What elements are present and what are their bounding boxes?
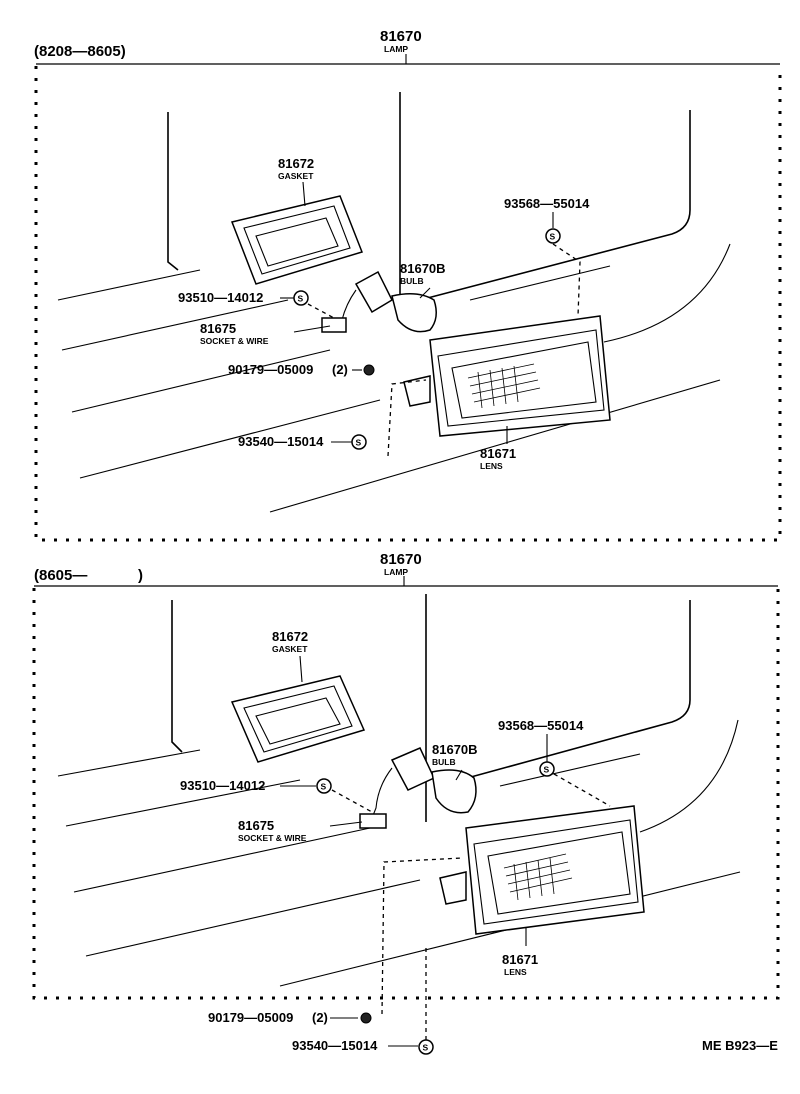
section-1-nut-icon bbox=[363, 364, 375, 376]
section-2-std-symbol-93510: S bbox=[316, 778, 332, 794]
section-1-part-93540: 93540—15014 bbox=[238, 434, 324, 449]
section-2-lamp-housing bbox=[439, 805, 645, 935]
section-2-part-93568: 93568—55014 bbox=[498, 718, 584, 733]
section-2-bulb-name: BULB bbox=[432, 757, 456, 767]
section-2-period: (8605— bbox=[34, 567, 87, 584]
section-1-std-symbol-93568: S bbox=[545, 228, 561, 244]
section-1-std-symbol-93540: S bbox=[351, 434, 367, 450]
svg-text:S: S bbox=[550, 232, 556, 242]
section-1-part-90179: 90179—05009 bbox=[228, 362, 313, 377]
section-2-gasket-name: GASKET bbox=[272, 644, 308, 654]
section-1-lamp-housing bbox=[403, 315, 611, 437]
svg-text:S: S bbox=[321, 782, 327, 792]
section-2-part-90179-qty: (2) bbox=[312, 1010, 328, 1025]
section-1-std-symbol-93510: S bbox=[293, 290, 309, 306]
section-2-socket-name: SOCKET & WIRE bbox=[238, 833, 307, 843]
section-1-socket-name: SOCKET & WIRE bbox=[200, 336, 269, 346]
section-1-socket-and-wire bbox=[321, 270, 393, 333]
section-2-part-93510: 93510—14012 bbox=[180, 778, 265, 793]
section-1-gasket-number: 81672 bbox=[278, 156, 314, 171]
section-1-lens-grid bbox=[467, 363, 541, 409]
section-2-lens-number: 81671 bbox=[502, 952, 538, 967]
section-2-assembly-number: 81670 bbox=[380, 551, 422, 568]
section-2-std-symbol-93568: S bbox=[539, 761, 555, 777]
section-1: (8208—8605) 81670 LAMP bbox=[34, 28, 782, 542]
section-2-body-panel bbox=[57, 594, 741, 987]
section-2-socket-number: 81675 bbox=[238, 818, 274, 833]
section-2-socket-and-wire bbox=[359, 747, 435, 829]
section-2-gasket bbox=[230, 675, 366, 763]
section-1-part-90179-qty: (2) bbox=[332, 362, 348, 377]
section-1-bulb-name: BULB bbox=[400, 276, 424, 286]
section-1-part-93510: 93510—14012 bbox=[178, 290, 263, 305]
section-2-assembly-name: LAMP bbox=[384, 567, 408, 577]
section-1-socket-number: 81675 bbox=[200, 321, 236, 336]
svg-text:S: S bbox=[544, 765, 550, 775]
svg-text:S: S bbox=[423, 1043, 429, 1053]
section-2: (8605— ) 81670 LAMP bbox=[32, 551, 780, 1055]
section-2-gasket-number: 81672 bbox=[272, 629, 308, 644]
section-1-bulb-number: 81670B bbox=[400, 261, 446, 276]
section-1-gasket-name: GASKET bbox=[278, 171, 314, 181]
section-1-assembly-number: 81670 bbox=[380, 28, 422, 45]
section-1-body-panel bbox=[57, 92, 731, 513]
svg-text:S: S bbox=[356, 438, 362, 448]
section-1-lens-number: 81671 bbox=[480, 446, 516, 461]
section-1-leaders bbox=[280, 181, 581, 457]
section-2-bulb-icon bbox=[431, 769, 477, 814]
svg-text:S: S bbox=[298, 294, 304, 304]
section-2-std-symbol-93540: S bbox=[418, 1039, 434, 1055]
section-1-assembly-name: LAMP bbox=[384, 44, 408, 54]
section-1-lens-name: LENS bbox=[480, 461, 503, 471]
section-2-part-93540: 93540—15014 bbox=[292, 1038, 378, 1053]
drawing-code: ME B923—E bbox=[702, 1038, 778, 1053]
section-1-bulb-icon bbox=[391, 293, 437, 333]
section-2-lens-grid bbox=[503, 853, 573, 901]
section-2-part-90179: 90179—05009 bbox=[208, 1010, 293, 1025]
section-1-gasket bbox=[230, 195, 363, 285]
section-1-period: (8208—8605) bbox=[34, 43, 126, 60]
section-1-part-93568: 93568—55014 bbox=[504, 196, 590, 211]
section-2-period-close: ) bbox=[138, 567, 143, 584]
section-2-lens-name: LENS bbox=[504, 967, 527, 977]
section-2-bulb-number: 81670B bbox=[432, 742, 478, 757]
section-2-leaders bbox=[280, 655, 611, 1047]
section-2-nut-icon bbox=[360, 1012, 372, 1024]
